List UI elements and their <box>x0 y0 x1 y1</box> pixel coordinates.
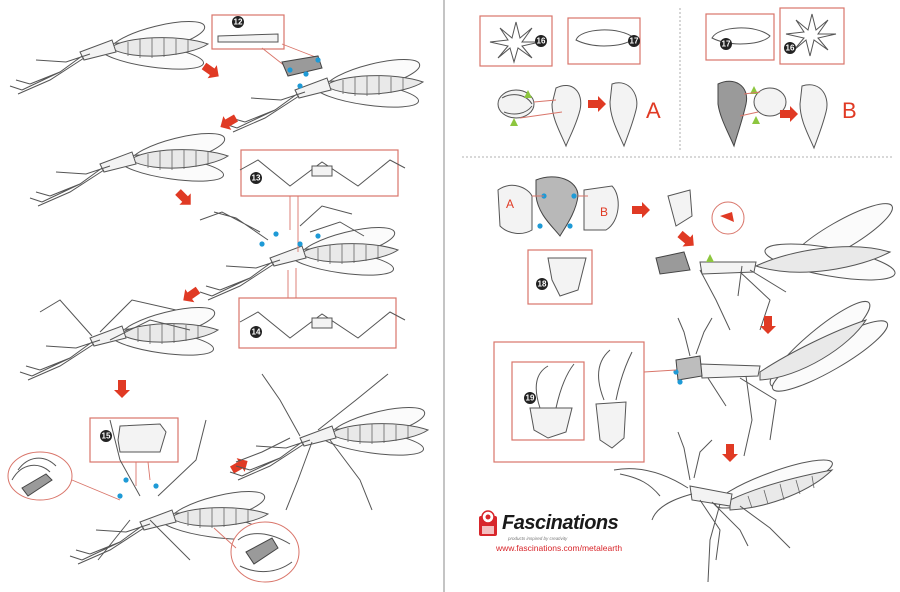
step-19-group: 19 <box>493 300 889 463</box>
brand-block: Fascinations products inspired by creati… <box>476 506 646 558</box>
step-17b-callout <box>705 13 775 61</box>
variant-b-small-label: B <box>600 205 608 219</box>
step-18-number: 18 <box>538 280 547 289</box>
variant-a-group: 16 17 A <box>479 15 661 148</box>
arrow-icon <box>178 283 203 307</box>
brand-tagline: products inspired by creativity <box>508 536 568 541</box>
step-18-group: A B 18 <box>497 176 896 331</box>
step-19-number: 19 <box>526 394 535 403</box>
variant-b-group: 17 16 B <box>705 7 857 150</box>
fascinations-logo-icon <box>479 510 497 536</box>
arrow-icon <box>588 96 606 112</box>
arrow-icon <box>632 202 650 218</box>
svg-text:17: 17 <box>722 40 731 49</box>
step-15-number: 15 <box>102 432 111 441</box>
step-14-number: 14 <box>252 328 261 337</box>
step-15-group: 15 <box>7 380 300 583</box>
arrow-icon <box>722 444 738 462</box>
step-14-group: 14 <box>19 268 406 381</box>
svg-text:16: 16 <box>786 44 795 53</box>
arrow-icon <box>674 227 699 252</box>
step-12-group: 12 <box>9 14 424 133</box>
step-12-number: 12 <box>234 18 243 27</box>
final-assembly-group <box>613 431 834 583</box>
brand-url[interactable]: www.fascinations.com/metalearth <box>496 543 623 553</box>
arrow-icon <box>760 316 776 334</box>
step-17-number: 17 <box>630 37 639 46</box>
step-13-number: 13 <box>252 174 261 183</box>
arrow-icon <box>172 186 197 211</box>
step-16b-callout <box>779 7 845 65</box>
variant-a-label: A <box>646 98 661 123</box>
step-13-group: 13 <box>29 111 406 301</box>
variant-a-small-label: A <box>506 197 514 211</box>
step-12-callout <box>211 14 285 50</box>
step-16-group <box>228 373 429 511</box>
step-16-number: 16 <box>537 37 546 46</box>
variant-b-label: B <box>842 98 857 123</box>
arrow-icon <box>114 380 130 398</box>
brand-name: Fascinations <box>502 512 619 534</box>
